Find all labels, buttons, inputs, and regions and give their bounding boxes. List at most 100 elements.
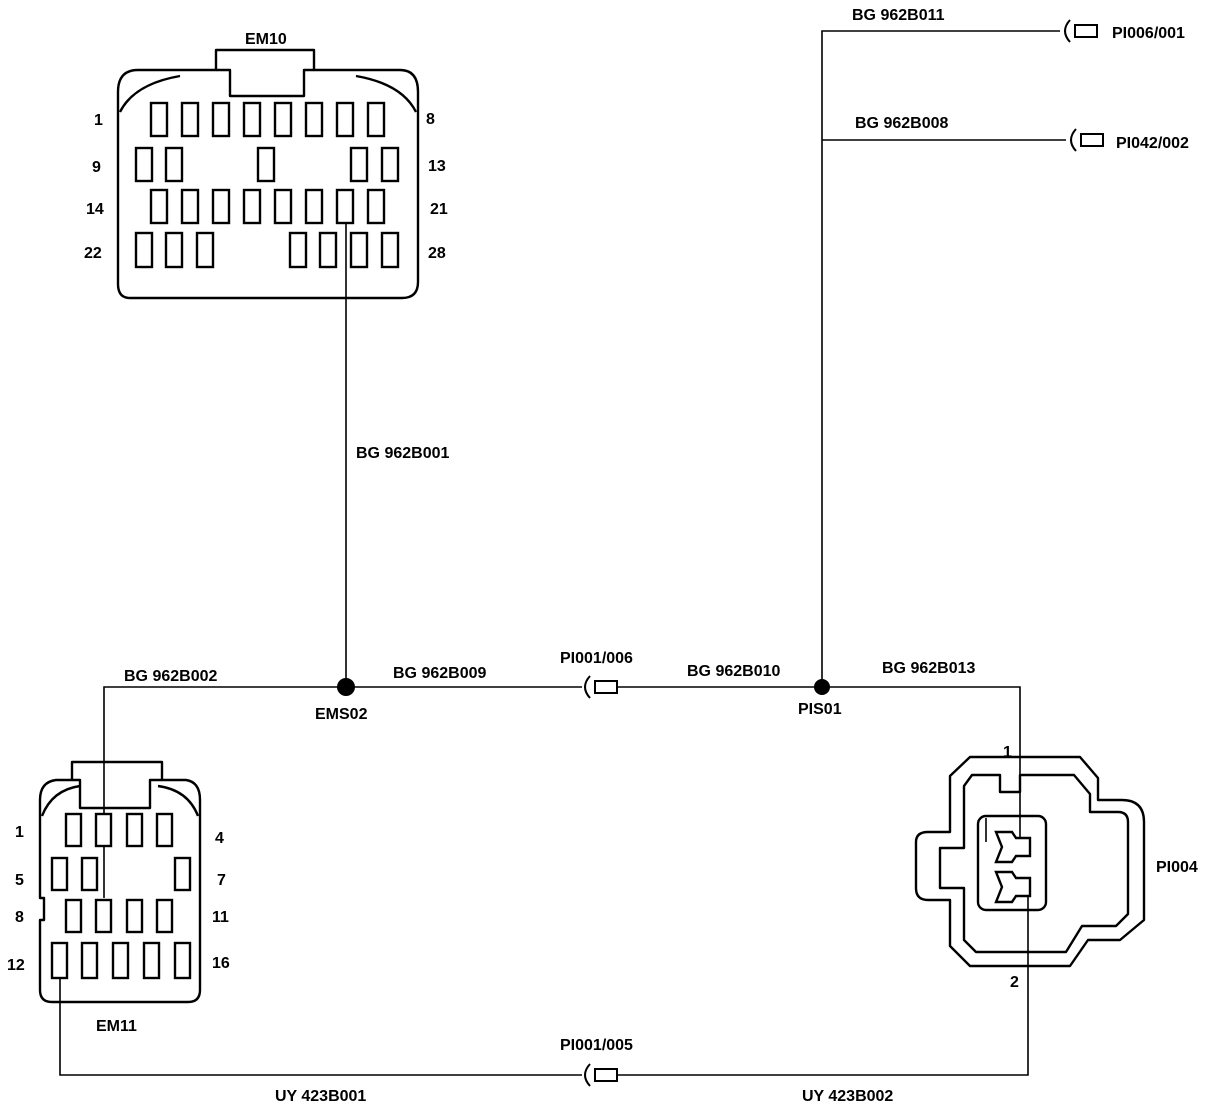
connector-em10-row2 [134, 146, 400, 183]
pin [149, 101, 169, 138]
connector-em10-row4 [134, 231, 400, 269]
pin [304, 188, 324, 225]
em10-pin-label-9: 9 [92, 159, 101, 176]
inline-connector-pi001-005-plug [594, 1068, 618, 1082]
em10-pin-label-13: 13 [428, 158, 446, 175]
pin [366, 101, 386, 138]
connector-em11-row1 [64, 812, 174, 848]
pin [155, 898, 174, 934]
pin [256, 146, 276, 183]
pin [64, 812, 83, 848]
inline-connector-pi001-006-plug [594, 680, 618, 694]
connector-em11-housing [38, 760, 202, 1004]
pin [211, 188, 231, 225]
em11-pin-label-12: 12 [7, 957, 25, 974]
connector-em10-housing [116, 48, 420, 300]
inline-connector-pi001-006-socket [584, 675, 591, 699]
pin [349, 231, 369, 269]
inline-connector-pi006-001: PI006/001 [1064, 19, 1185, 43]
wire-label-bg-962b013: BG 962B013 [882, 660, 975, 677]
splice-ems02-dot [337, 678, 355, 696]
inline-connector-pi001-006: PI001/006 [560, 650, 633, 699]
wire-label-bg-962b001: BG 962B001 [356, 445, 449, 462]
em10-pin-label-28: 28 [428, 245, 446, 262]
connector-em11-right-key [157, 784, 200, 817]
inline-connector-pi001-005: PI001/005 [560, 1037, 633, 1087]
connector-em11-latch [72, 778, 162, 810]
pin [318, 231, 338, 269]
pin [50, 941, 69, 980]
pin [111, 941, 130, 980]
em10-pin-label-8: 8 [426, 111, 435, 128]
pin [125, 812, 144, 848]
pin [242, 101, 262, 138]
connector-pi004-pin-1 [994, 830, 1032, 864]
inline-connector-pi001-006-label: PI001/006 [560, 650, 633, 667]
pin [80, 941, 99, 980]
pin [380, 231, 400, 269]
pin [173, 941, 192, 980]
wire-label-uy-423b001: UY 423B001 [275, 1088, 366, 1105]
connector-em10-row3 [149, 188, 386, 225]
pin [142, 941, 161, 980]
inline-connector-pi042-002: PI042/002 [1070, 128, 1189, 152]
pin [50, 856, 69, 892]
em11-pin-label-16: 16 [212, 955, 230, 972]
wire-labels: BG 962B011 BG 962B008 BG 962B001 BG 962B… [124, 7, 975, 1105]
splice-pis01-label: PIS01 [798, 701, 842, 718]
wire-bg-962b002 [103, 686, 346, 898]
splice-ems02-label: EMS02 [315, 706, 368, 723]
pin [180, 101, 200, 138]
splice-pis01-dot [814, 679, 830, 695]
connector-em11-row3 [64, 898, 174, 934]
inline-connector-pi001-005-label: PI001/005 [560, 1037, 633, 1054]
wire-label-bg-962b011: BG 962B011 [852, 7, 945, 24]
connector-em10-right-key [355, 74, 418, 113]
pi004-pin-label-1: 1 [1003, 744, 1012, 761]
pin [164, 146, 184, 183]
em11-pin-label-5: 5 [15, 872, 24, 889]
pin [366, 188, 386, 225]
connector-em11: EM11 1 4 5 7 8 11 12 16 [7, 760, 230, 1035]
connector-em11-row4 [50, 941, 192, 980]
pin [125, 898, 144, 934]
em10-pin-label-22: 22 [84, 245, 102, 262]
wire-label-uy-423b002: UY 423B002 [802, 1088, 893, 1105]
inline-connector-pi042-002-label: PI042/002 [1116, 135, 1189, 152]
wire-bg-962b011 [821, 30, 1060, 687]
connector-em10-latch [216, 68, 314, 98]
wire-bg-962b013 [822, 686, 1021, 842]
splice-ems02: EMS02 [315, 678, 368, 723]
pin [94, 898, 113, 934]
connector-em11-left-key [40, 784, 81, 817]
pin [64, 898, 83, 934]
pin [134, 231, 154, 269]
pin [273, 188, 293, 225]
wire-label-bg-962b009: BG 962B009 [393, 665, 486, 682]
wires [59, 30, 1066, 1076]
em10-pin-label-14: 14 [86, 201, 104, 218]
pin [380, 146, 400, 183]
pin [134, 146, 154, 183]
wire-label-bg-962b002: BG 962B002 [124, 668, 217, 685]
pin [180, 188, 200, 225]
connector-em11-label: EM11 [96, 1018, 137, 1035]
connector-pi004-outer-housing [914, 755, 1146, 968]
inline-connector-pi006-001-plug [1074, 24, 1098, 38]
connector-em10-label: EM10 [245, 31, 287, 48]
inline-connector-pi001-005-socket [584, 1063, 591, 1087]
em11-pin-label-11: 11 [212, 909, 229, 926]
em10-pin-label-21: 21 [430, 201, 448, 218]
inline-connector-pi006-001-socket [1064, 19, 1071, 43]
pin [80, 856, 99, 892]
connector-pi004-pin-2 [994, 870, 1032, 904]
inline-connector-pi042-002-plug [1080, 133, 1104, 147]
pin [211, 101, 231, 138]
pin [94, 812, 113, 848]
wire-uy-423b002 [618, 886, 1029, 1076]
connector-pi004: PI004 1 2 [914, 744, 1198, 991]
connector-em11-row2 [50, 856, 192, 892]
wire-label-bg-962b010: BG 962B010 [687, 663, 780, 680]
connector-em10: EM10 1 8 9 13 14 21 22 28 [84, 31, 448, 300]
